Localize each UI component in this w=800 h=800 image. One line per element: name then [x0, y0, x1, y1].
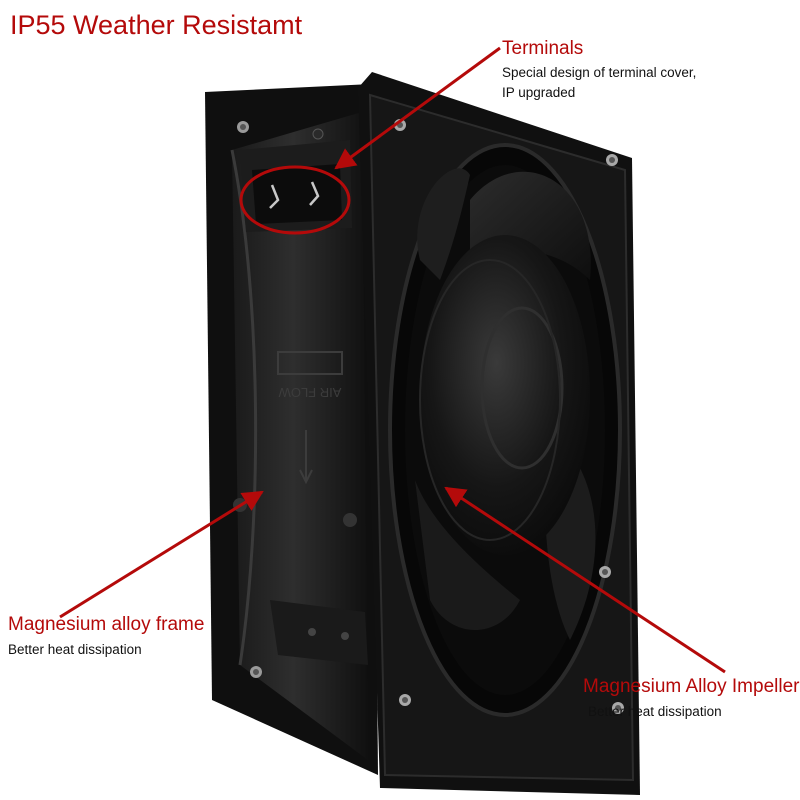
- impeller-blade: [417, 168, 470, 280]
- headline-title: IP55 Weather Resistamt: [10, 10, 303, 40]
- frame-callout-desc: Better heat dissipation: [8, 642, 142, 657]
- impeller-blade: [415, 480, 520, 630]
- terminals-callout-title: Terminals: [502, 38, 584, 59]
- airflow-marking: AIR FLOW: [277, 351, 343, 485]
- front-frame: [358, 72, 640, 795]
- terminal-highlight-ring: [239, 165, 351, 235]
- impeller-callout-desc: Better heat dissipation: [588, 704, 722, 719]
- impeller-arrow: [444, 486, 726, 674]
- impeller-blade: [470, 171, 591, 280]
- terminal-block: [240, 128, 352, 232]
- terminals-callout-desc-line2: IP upgraded: [502, 85, 576, 100]
- terminals-callout-desc-line1: Special design of terminal cover,: [502, 65, 697, 80]
- airflow-text: AIR FLOW: [278, 385, 342, 400]
- frame-callout-title: Magnesium alloy frame: [8, 614, 205, 635]
- back-flange: [205, 84, 378, 775]
- terminals-arrow: [334, 46, 501, 170]
- impeller-callout-title: Magnesium Alloy Impeller: [583, 676, 800, 697]
- impeller-hub: [420, 235, 590, 555]
- frame-arrow: [59, 490, 264, 619]
